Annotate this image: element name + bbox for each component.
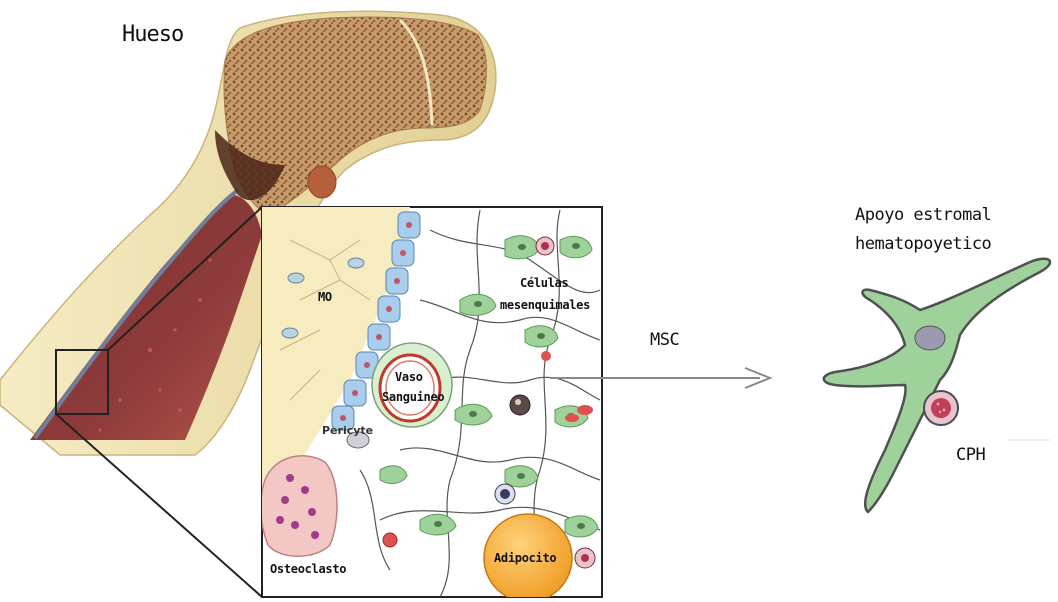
- bone-label: Hueso: [122, 22, 183, 47]
- stromal-cell-body: [824, 259, 1050, 512]
- osteocyte: [288, 273, 304, 283]
- osteoclast-cell: [261, 456, 337, 556]
- stromal-support-cell: [824, 259, 1050, 512]
- msc-label: MSC: [650, 330, 679, 350]
- vessel-label-line1: Vaso: [395, 370, 423, 384]
- trochanter: [308, 166, 336, 198]
- adipocyte-label: Adipocito: [494, 551, 556, 565]
- osteoclast-label: Osteoclasto: [270, 562, 346, 576]
- hsc-label: CPH: [956, 445, 985, 465]
- mesenchymal-label-line2: mesenquimales: [500, 298, 590, 312]
- mesenchymal-label-line1: Células: [520, 276, 568, 290]
- stromal-cell-nucleus: [915, 326, 945, 350]
- mo-label: MO: [318, 290, 332, 304]
- osteocyte: [282, 328, 298, 338]
- stromal-support-label-line1: Apoyo estromal: [855, 205, 991, 225]
- pericyte-label: Pericyte: [322, 424, 373, 437]
- vessel-label-line2: Sanguineo: [382, 390, 444, 404]
- osteocyte: [348, 258, 364, 268]
- stromal-support-label-line2: hematopoyetico: [855, 234, 991, 254]
- blood-vessel: [372, 343, 452, 427]
